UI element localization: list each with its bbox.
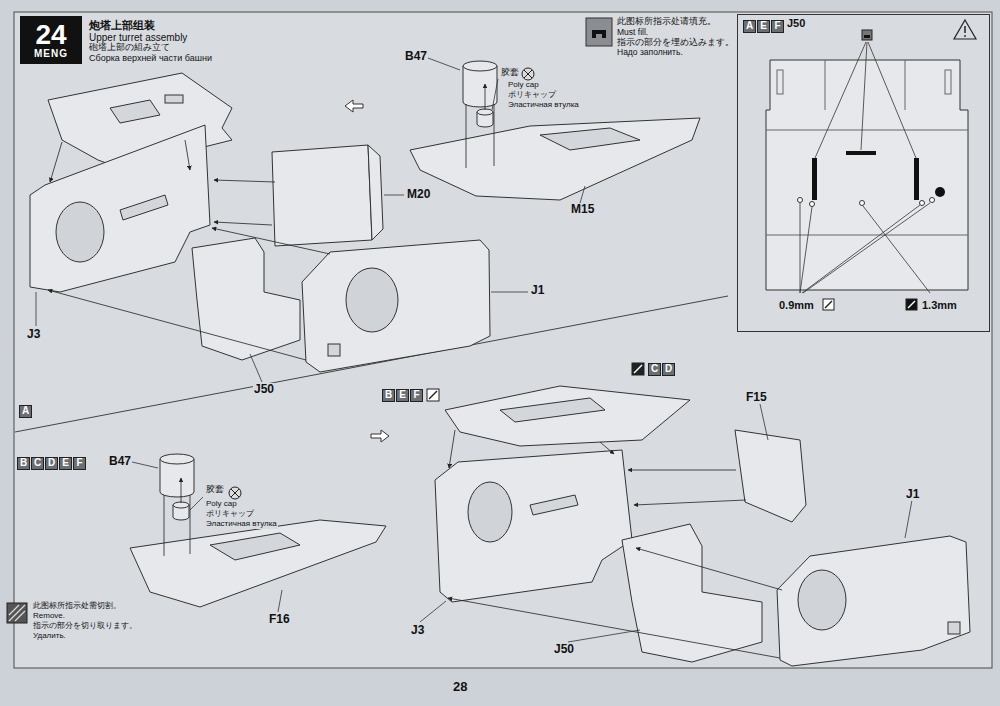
note-text: Эластичная втулка — [205, 520, 278, 529]
part-number: M20 — [406, 188, 431, 201]
version-letter-box: F — [410, 389, 423, 402]
lower-variant-parts — [130, 386, 970, 666]
detail-drawing — [766, 30, 968, 310]
part-number: J1 — [905, 488, 920, 501]
detail-inset: J50 0.9mm 1.3mm AEF — [737, 14, 990, 332]
version-letter-box: F — [771, 20, 784, 33]
step-badge: 24MENG — [20, 16, 82, 64]
part-number: F15 — [745, 391, 768, 404]
version-letter-box: F — [73, 457, 86, 470]
version-letter-box: C — [648, 363, 661, 376]
note-text: 胶套 — [205, 485, 225, 495]
note-text: 胶套 — [500, 68, 520, 78]
note-text: 此图标所指示处请填充。 — [616, 17, 717, 26]
drill-size: 1.3mm — [921, 300, 958, 312]
part-number: F16 — [268, 613, 291, 626]
version-letter: F — [76, 458, 82, 469]
note-text: Remove. — [32, 612, 66, 621]
note-text: ポリキャップ — [205, 510, 255, 519]
note-text: 指示の部分を埋め込みます。 — [616, 38, 735, 47]
upper-variant-parts — [30, 61, 700, 372]
version-letter: F — [413, 390, 419, 401]
version-letter-box: E — [396, 389, 409, 402]
note-text: Poly cap — [507, 81, 540, 90]
note-text: Удалить. — [32, 632, 67, 641]
note-text: 指示の部分を切り取ります。 — [32, 622, 138, 631]
version-letter: F — [774, 21, 780, 32]
step-number: 24 — [35, 20, 66, 49]
version-letter-box: B — [382, 389, 395, 402]
version-letter: D — [665, 364, 672, 375]
part-number: J50 — [553, 643, 575, 656]
part-number: M15 — [570, 203, 595, 216]
note-text: Эластичная втулка — [507, 101, 580, 110]
version-letter-box: C — [31, 457, 44, 470]
version-letter-box: B — [17, 457, 30, 470]
part-number: J3 — [26, 328, 41, 341]
note-text: Poly cap — [205, 500, 238, 509]
assembly-arrows — [164, 430, 782, 658]
part-number: J50 — [253, 383, 275, 396]
version-letter-box: A — [19, 405, 32, 418]
subtitle: 砲塔上部の組み立て — [88, 43, 171, 53]
version-letter-box: E — [59, 457, 72, 470]
part-number: J3 — [410, 624, 425, 637]
version-letter: A — [746, 21, 753, 32]
version-letter: D — [48, 458, 55, 469]
version-letter-box: D — [662, 363, 675, 376]
version-letter: A — [22, 406, 29, 417]
version-letter: E — [760, 21, 767, 32]
page-frame — [14, 12, 992, 668]
note-text: ポリキャップ — [507, 91, 557, 100]
note-text: 此图标所指示处需切割。 — [32, 602, 122, 611]
note-text: Надо заполнить. — [616, 48, 684, 57]
part-number: J50 — [786, 18, 806, 30]
part-number: J1 — [530, 284, 545, 297]
version-letter: B — [385, 390, 392, 401]
subtitle: Upper turret assembly — [88, 32, 188, 43]
version-letter: C — [651, 364, 658, 375]
assembly-arrows — [48, 84, 494, 360]
version-letter: C — [34, 458, 41, 469]
drill-size: 0.9mm — [778, 300, 815, 312]
symbols — [7, 18, 976, 623]
version-letter-box: A — [743, 20, 756, 33]
subtitle: Сборка верхней части башни — [88, 54, 213, 64]
version-letter-box: D — [45, 457, 58, 470]
version-letter: E — [399, 390, 406, 401]
step-title: 炮塔上部组装 — [88, 19, 156, 31]
note-text: Must fill. — [616, 28, 649, 37]
part-number: B47 — [404, 50, 428, 63]
version-letter-box: E — [757, 20, 770, 33]
version-letter: B — [20, 458, 27, 469]
version-letter: E — [62, 458, 69, 469]
brand-logo: MENG — [34, 49, 68, 60]
leader-lines — [36, 58, 912, 642]
page-number: 28 — [452, 680, 468, 694]
part-number: B47 — [108, 455, 132, 468]
